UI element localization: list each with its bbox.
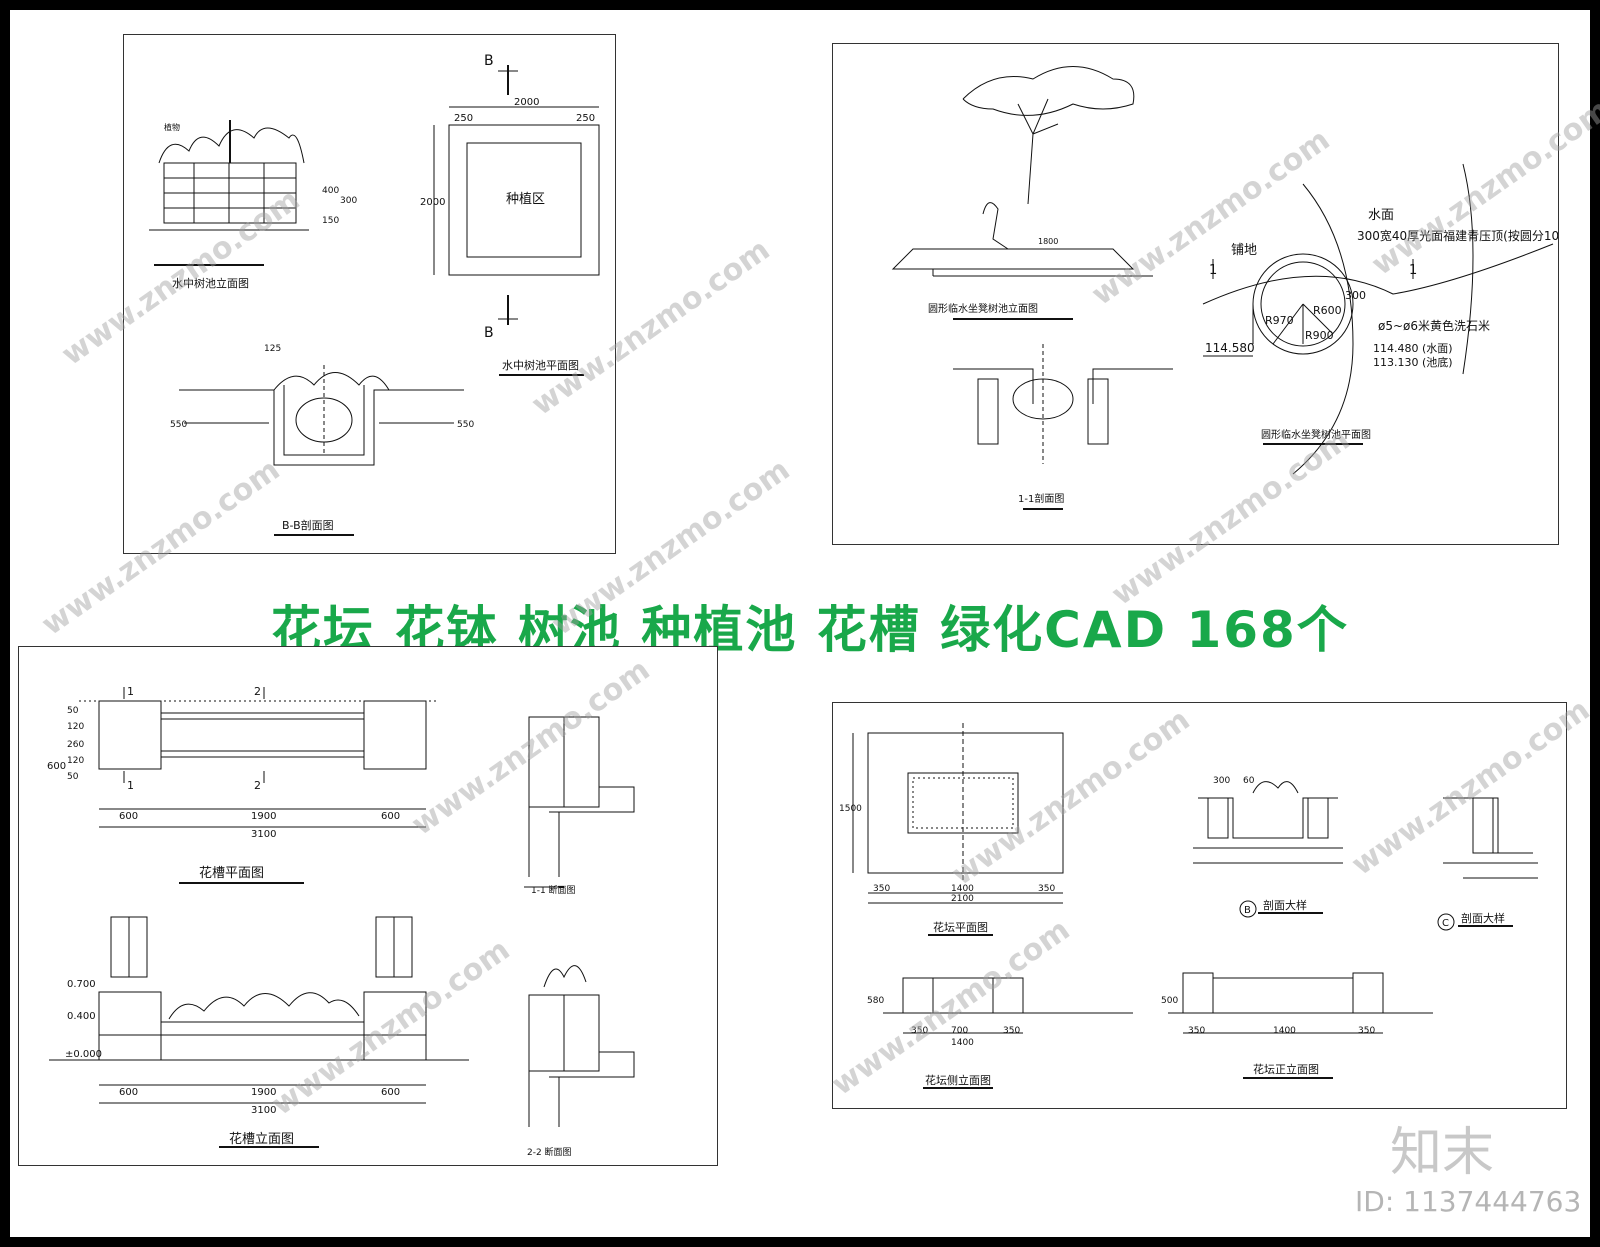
title-section-1: 1-1 断面图: [531, 884, 576, 896]
dim-250-right: 250: [576, 113, 595, 124]
dim-2000-v: 2000: [420, 197, 445, 208]
title-section: B-B剖面图: [282, 518, 334, 532]
title-plan: 圆形临水坐凳树池平面图: [1261, 428, 1371, 441]
drawing-flower-trough: 花槽平面图 花槽立面图 1-1 断面图 2-2 断面图 600 1900 600…: [47, 685, 635, 1158]
dim-50-top: 50: [67, 706, 79, 716]
title-plan: 花槽平面图: [199, 865, 264, 881]
front-dim-350-right: 350: [1358, 1026, 1375, 1036]
title-plan: 水中树池平面图: [502, 358, 579, 372]
dim-1900: 1900: [251, 811, 276, 822]
detail-b-label: 剖面大样: [1263, 898, 1307, 912]
sheet-round-seat-tree-pool: 圆形临水坐凳树池立面图 圆形临水坐凳树池平面图 1-1剖面图 水面 300宽40…: [832, 43, 1559, 545]
canvas: 水中树池立面图 水中树池平面图 B-B剖面图 种植区 B B 2000 250 …: [10, 10, 1600, 1237]
dim-1500: 1500: [839, 804, 862, 814]
dim-1800: 1800: [1038, 237, 1058, 246]
cut-mark-right: 1: [1409, 263, 1417, 278]
front-dim-350-left: 350: [1188, 1026, 1205, 1036]
elev-bottom: 113.130 (池底): [1373, 355, 1453, 369]
dim-60-detail: 60: [1243, 776, 1255, 786]
side-dim-580: 580: [867, 996, 884, 1006]
dim-600-v: 600: [47, 761, 66, 772]
drawing-round-seat-tree-pool: 圆形临水坐凳树池立面图 圆形临水坐凳树池平面图 1-1剖面图 水面 300宽40…: [891, 66, 1558, 510]
dim-120-bottom: 120: [67, 756, 84, 766]
elev-dim-1900: 1900: [251, 1087, 276, 1098]
sheet-flower-bed: 花坛平面图 花坛侧立面图 花坛正立面图 B 剖面大样 C 剖面大样 1400 2…: [832, 702, 1567, 1109]
title-plan: 花坛平面图: [933, 921, 988, 934]
side-dim-700: 700: [951, 1026, 968, 1036]
side-dim-350-right: 350: [1003, 1026, 1020, 1036]
title-elevation: 水中树池立面图: [172, 276, 249, 290]
elev-dim-3100: 3100: [251, 1105, 276, 1116]
dim-550-right: 550: [457, 420, 474, 430]
cut-1-top: 1: [127, 685, 134, 698]
dim-260: 260: [67, 740, 84, 750]
label-water-surface: 水面: [1368, 208, 1394, 223]
elev-dim-600-right: 600: [381, 1087, 400, 1098]
dim-600-left: 600: [119, 811, 138, 822]
elev-dim-600-left: 600: [119, 1087, 138, 1098]
dim-1400: 1400: [951, 884, 974, 894]
radius-970: R970: [1265, 314, 1294, 327]
section-mark-bottom: B: [484, 325, 494, 341]
label-paving: 铺地: [1231, 243, 1257, 258]
title-side-elevation: 花坛侧立面图: [925, 1073, 991, 1087]
dim-300-detail: 300: [1213, 776, 1230, 786]
label-plant-zone: 种植区: [506, 192, 545, 207]
level-0-400: 0.400: [67, 1011, 96, 1022]
dim-2000-h: 2000: [514, 97, 539, 108]
radius-900: R900: [1305, 329, 1334, 342]
level-0-000: ±0.000: [65, 1049, 102, 1060]
title-section: 1-1剖面图: [1018, 492, 1064, 505]
title-elevation: 花槽立面图: [229, 1131, 294, 1147]
section-mark-top: B: [484, 53, 494, 69]
drawing-flower-bed: 花坛平面图 花坛侧立面图 花坛正立面图 B 剖面大样 C 剖面大样 1400 2…: [839, 723, 1538, 1089]
elev-114-580: 114.580: [1205, 341, 1255, 355]
cut-2-bottom: 2: [254, 779, 261, 792]
dim-400: 400: [322, 186, 339, 196]
sheet-tree-pool-in-water: 水中树池立面图 水中树池平面图 B-B剖面图 种植区 B B 2000 250 …: [123, 34, 616, 554]
brand-logo-text: 知末: [1390, 1123, 1495, 1183]
sheet-flower-trough: 花槽平面图 花槽立面图 1-1 断面图 2-2 断面图 600 1900 600…: [18, 646, 718, 1166]
dim-300: 300: [340, 196, 357, 206]
dim-3100: 3100: [251, 829, 276, 840]
drawing-tree-pool-in-water: 水中树池立面图 水中树池平面图 B-B剖面图 种植区 B B 2000 250 …: [149, 53, 600, 536]
title-section-2: 2-2 断面图: [527, 1146, 572, 1158]
dim-150: 150: [322, 216, 339, 226]
cut-2-top: 2: [254, 685, 261, 698]
cut-mark-left: 1: [1209, 263, 1217, 278]
level-0-700: 0.700: [67, 979, 96, 990]
note-pebble: ø5~ø6米黄色洗石米: [1378, 319, 1490, 333]
elev-water: 114.480 (水面): [1373, 342, 1453, 355]
dim-350-right: 350: [1038, 884, 1055, 894]
dim-600-right: 600: [381, 811, 400, 822]
image-id-label: ID: 1137444763: [1355, 1185, 1582, 1218]
front-dim-500: 500: [1161, 996, 1178, 1006]
side-dim-350-left: 350: [911, 1026, 928, 1036]
dim-120-top: 120: [67, 722, 84, 732]
detail-c-label: 剖面大样: [1461, 911, 1505, 925]
dim-125: 125: [264, 344, 281, 354]
dim-550-left: 550: [170, 420, 187, 430]
dim-250-left: 250: [454, 113, 473, 124]
radius-600: R600: [1313, 304, 1342, 317]
dim-2100: 2100: [951, 894, 974, 904]
title-elevation: 圆形临水坐凳树池立面图: [928, 302, 1038, 315]
cut-1-bottom: 1: [127, 779, 134, 792]
detail-mark-c: C: [1442, 918, 1449, 929]
label-plant: 植物: [164, 122, 180, 132]
title-front-elevation: 花坛正立面图: [1253, 1062, 1319, 1076]
dim-300: 300: [1345, 289, 1366, 302]
dim-50-bottom: 50: [67, 772, 79, 782]
note-coping: 300宽40厚光面福建青压顶(按圆分10份): [1357, 228, 1558, 243]
dim-350-left: 350: [873, 884, 890, 894]
side-dim-1400: 1400: [951, 1038, 974, 1048]
front-dim-1400: 1400: [1273, 1026, 1296, 1036]
detail-mark-b: B: [1244, 905, 1251, 916]
